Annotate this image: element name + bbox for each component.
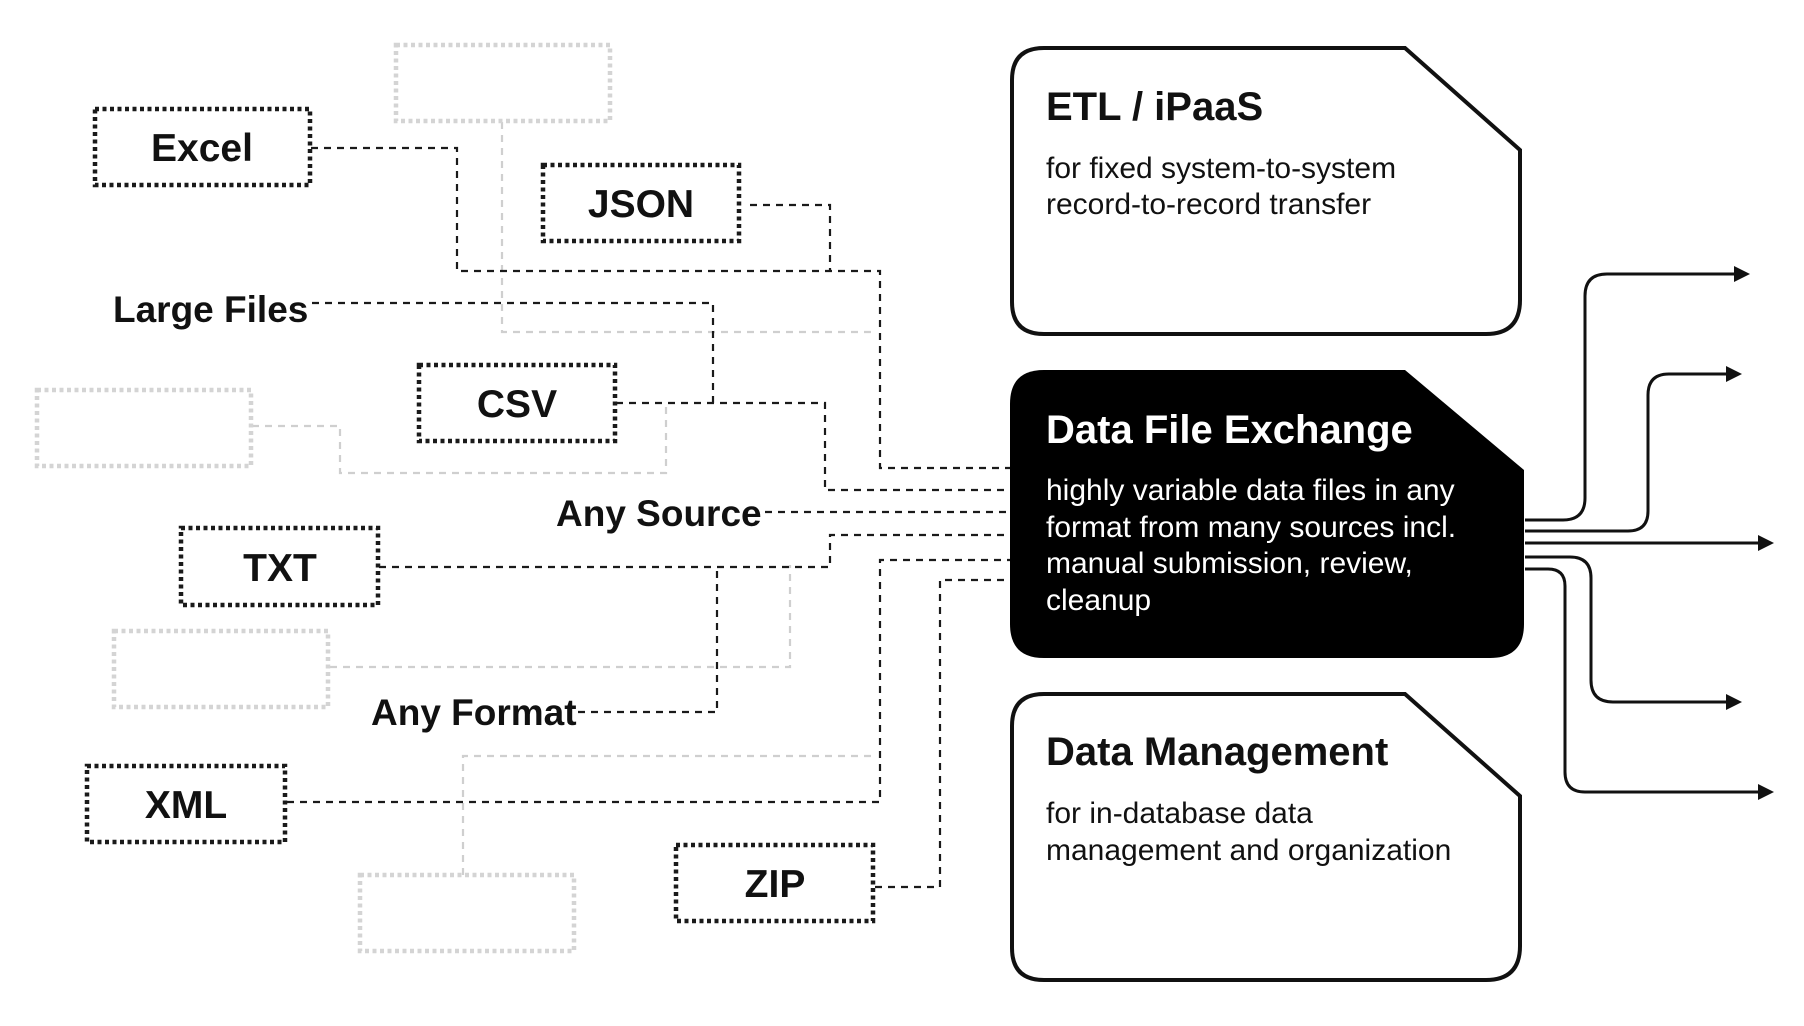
file-type-boxes: Excel JSON CSV TXT XML ZIP: [84, 106, 876, 924]
card-data-management: Data Management for in-database data man…: [1010, 692, 1522, 982]
output-arrowhead-2: [1726, 366, 1742, 382]
faint-connector-bottom: [461, 754, 875, 875]
faint-connectors: [252, 122, 875, 875]
file-box-json: JSON: [540, 162, 742, 244]
card-etl-line-1: for fixed system-to-system: [1046, 152, 1396, 185]
output-arrowhead-1: [1734, 266, 1750, 282]
faint-box-mid: [111, 628, 331, 710]
card-dfe-title: Data File Exchange: [1046, 408, 1413, 452]
output-arrows: [1525, 266, 1774, 800]
card-dfe-line-1: highly variable data files in any: [1046, 474, 1455, 507]
faint-connector-left: [252, 405, 668, 475]
card-dm-title: Data Management: [1046, 730, 1388, 774]
card-dm-line-1: for in-database data: [1046, 797, 1313, 830]
connector-large-files: [312, 301, 715, 403]
label-any-format: Any Format: [371, 692, 577, 733]
card-etl-title: ETL / iPaaS: [1046, 85, 1263, 129]
card-data-file-exchange: Data File Exchange highly variable data …: [1010, 370, 1524, 658]
file-box-xml: XML: [84, 763, 288, 845]
file-label-csv: CSV: [477, 383, 557, 426]
file-label-xml: XML: [145, 784, 227, 827]
connector-csv: [616, 401, 1010, 492]
label-any-source: Any Source: [556, 493, 762, 534]
file-box-txt: TXT: [178, 525, 381, 608]
output-arrow-1: [1525, 272, 1742, 522]
faint-connector-mid: [330, 565, 792, 669]
file-box-zip: ZIP: [673, 842, 876, 924]
label-large-files: Large Files: [113, 289, 308, 330]
faint-box-left: [34, 387, 254, 469]
dark-connectors: [287, 146, 1010, 889]
output-arrow-4: [1525, 555, 1734, 704]
card-dfe-line-2: format from many sources incl.: [1046, 511, 1456, 544]
card-etl-line-2: record-to-record transfer: [1046, 188, 1371, 221]
connector-zip: [875, 578, 1010, 889]
file-label-excel: Excel: [151, 127, 253, 170]
file-box-excel: Excel: [92, 106, 313, 188]
connector-txt: [379, 533, 1010, 569]
faint-box-bottom: [357, 872, 577, 954]
output-arrowhead-5: [1758, 784, 1774, 800]
connector-xml: [287, 558, 1010, 804]
file-box-csv: CSV: [416, 362, 618, 444]
card-dfe-line-4: cleanup: [1046, 584, 1151, 617]
output-arrowhead-3: [1758, 535, 1774, 551]
output-arrow-2: [1525, 372, 1734, 533]
output-arrowhead-4: [1726, 694, 1742, 710]
card-etl: ETL / iPaaS for fixed system-to-system r…: [1010, 46, 1522, 336]
card-dm-line-2: management and organization: [1046, 834, 1451, 867]
file-label-zip: ZIP: [745, 863, 806, 906]
connector-any-format: [578, 567, 719, 714]
file-label-txt: TXT: [243, 547, 317, 590]
faint-connector-top: [500, 122, 875, 334]
file-label-json: JSON: [588, 183, 694, 226]
faint-box-top: [393, 42, 613, 124]
output-arrow-5: [1525, 567, 1766, 794]
source-labels: Large Files Any Source Any Format: [113, 289, 762, 733]
connector-json: [750, 203, 832, 271]
connector-excel: [311, 146, 1010, 470]
card-dfe-line-3: manual submission, review,: [1046, 547, 1413, 580]
faint-boxes: [34, 42, 613, 954]
